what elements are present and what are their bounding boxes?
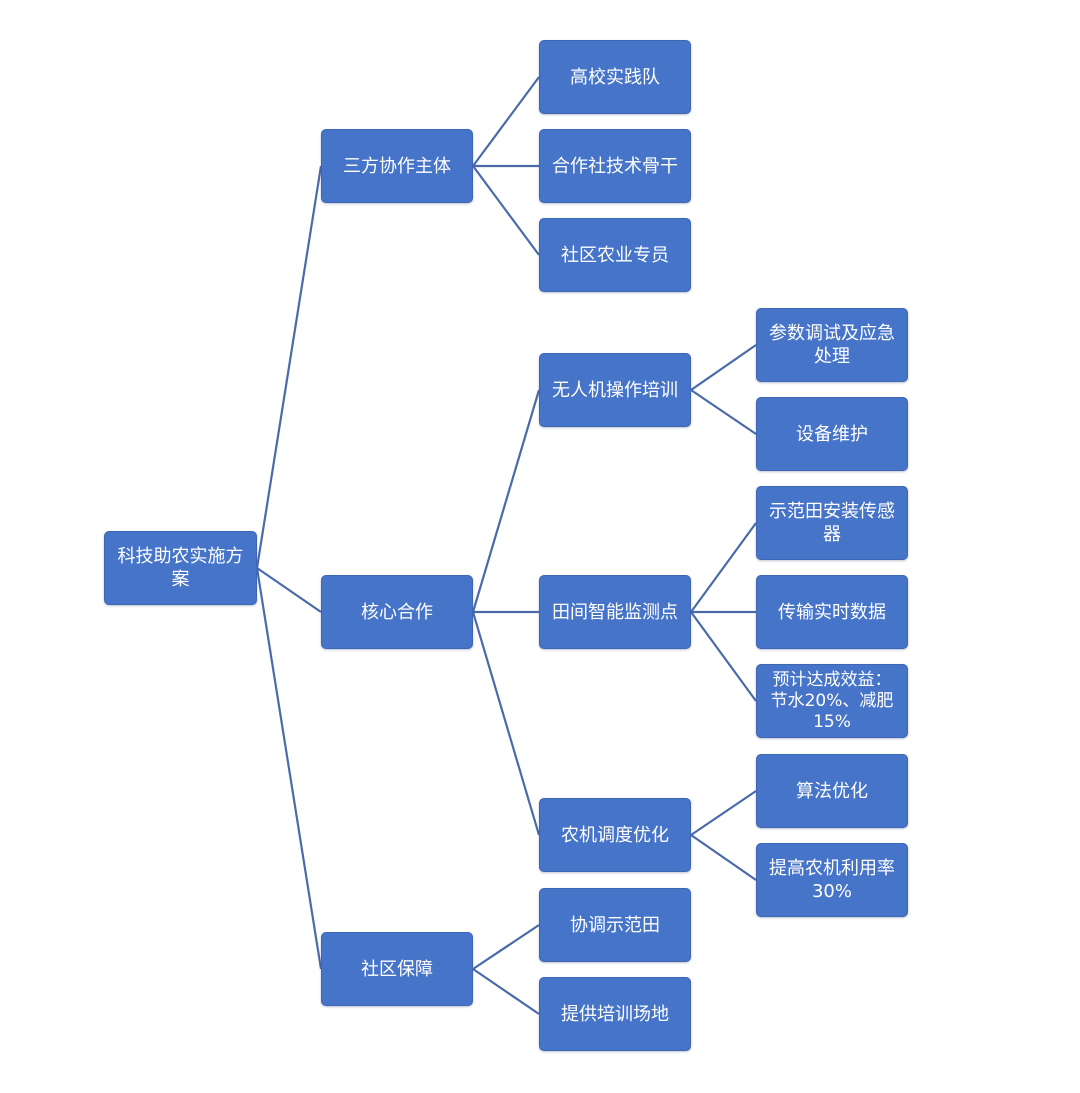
node-coop-technicians: 合作社技术骨干 [539, 129, 691, 203]
node-coop-technicians-label: 合作社技术骨干 [552, 155, 678, 177]
node-training-venue-label: 提供培训场地 [561, 1003, 669, 1025]
node-equipment-maintenance: 设备维护 [756, 397, 908, 471]
connector-drone-to-parameter-tuning [690, 344, 757, 391]
node-collaborators-label: 三方协作主体 [343, 155, 451, 177]
node-machinery-scheduling: 农机调度优化 [539, 798, 691, 872]
node-field-monitoring: 田间智能监测点 [539, 575, 691, 649]
connector-scheduling-to-algorithm [690, 790, 757, 836]
node-field-monitoring-label: 田间智能监测点 [552, 601, 678, 623]
node-community-support-label: 社区保障 [361, 958, 433, 980]
node-core-cooperation-label: 核心合作 [361, 601, 433, 623]
node-drone-training: 无人机操作培训 [539, 353, 691, 427]
node-parameter-tuning-label: 参数调试及应急 处理 [769, 323, 895, 367]
connector-community-to-demo-field [472, 924, 540, 970]
node-core-cooperation: 核心合作 [321, 575, 473, 649]
node-machinery-scheduling-label: 农机调度优化 [561, 824, 669, 846]
node-community-specialist: 社区农业专员 [539, 218, 691, 292]
node-university-team: 高校实践队 [539, 40, 691, 114]
node-sensor-installation-label: 示范田安装传感 器 [769, 501, 895, 545]
connector-monitoring-to-sensors [690, 522, 757, 613]
connector-core-to-drone-training [471, 389, 541, 613]
connector-collaborators-to-university-team [472, 76, 540, 167]
connector-root-to-community-support [255, 567, 323, 970]
connector-scheduling-to-utilization [690, 834, 757, 881]
node-drone-training-label: 无人机操作培训 [552, 379, 678, 401]
node-sensor-installation: 示范田安装传感 器 [756, 486, 908, 560]
node-training-venue: 提供培训场地 [539, 977, 691, 1051]
node-realtime-data: 传输实时数据 [756, 575, 908, 649]
node-expected-benefits: 预计达成效益： 节水20%、减肥 15% [756, 664, 908, 738]
node-machinery-utilization-label: 提高农机利用率 30% [769, 858, 895, 902]
node-community-specialist-label: 社区农业专员 [561, 244, 669, 266]
connector-monitoring-to-expected-benefits [690, 611, 757, 702]
connector-root-to-collaborators [255, 165, 323, 569]
node-community-support: 社区保障 [321, 932, 473, 1006]
node-algorithm-optimization: 算法优化 [756, 754, 908, 828]
connector-drone-to-maintenance [690, 389, 757, 435]
node-demo-field-label: 协调示范田 [570, 914, 660, 936]
connector-core-to-machinery-scheduling [471, 611, 541, 836]
node-algorithm-optimization-label: 算法优化 [796, 780, 868, 802]
connector-community-to-training-venue [472, 968, 540, 1015]
node-parameter-tuning: 参数调试及应急 处理 [756, 308, 908, 382]
node-realtime-data-label: 传输实时数据 [778, 601, 886, 623]
node-demo-field: 协调示范田 [539, 888, 691, 962]
node-machinery-utilization: 提高农机利用率 30% [756, 843, 908, 917]
connector-root-to-core-cooperation [256, 567, 322, 613]
root-node-label: 科技助农实施方 案 [117, 546, 244, 590]
node-equipment-maintenance-label: 设备维护 [796, 423, 868, 445]
node-university-team-label: 高校实践队 [570, 66, 660, 88]
connector-collaborators-to-community-specialist [472, 165, 540, 256]
node-collaborators: 三方协作主体 [321, 129, 473, 203]
root-node: 科技助农实施方 案 [104, 531, 257, 605]
node-expected-benefits-label: 预计达成效益： 节水20%、减肥 15% [770, 669, 894, 732]
